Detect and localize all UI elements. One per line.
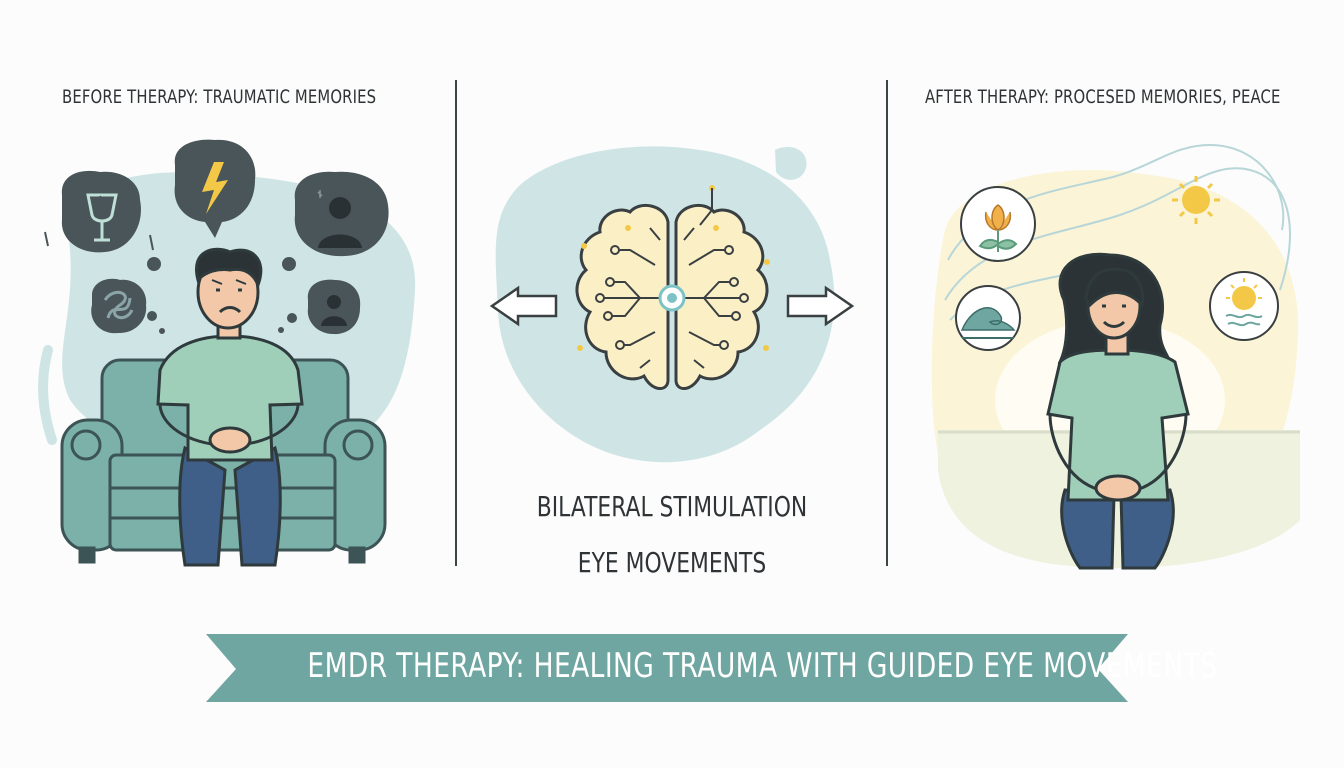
bilateral-stimulation-illustration [489, 146, 855, 463]
banner-title: EMDR THERAPY: HEALING TRAUMA WITH GUIDED… [307, 646, 1218, 686]
background-stroke [38, 345, 57, 445]
sunset-icon [1209, 271, 1279, 341]
person-silhouette-icon [294, 171, 389, 257]
broken-glass-icon [44, 170, 154, 253]
tangled-thread-icon [91, 278, 147, 334]
after-therapy-illustration [931, 143, 1300, 570]
bilateral-stimulation-label: BILATERAL STIMULATION [536, 490, 808, 523]
circuit-traces [595, 227, 749, 369]
panel-divider-left [455, 80, 457, 566]
before-therapy-illustration [38, 139, 416, 567]
arrow-right-icon [786, 285, 855, 327]
person-silhouette-icon [307, 279, 361, 335]
before-therapy-heading: BEFORE THERAPY: TRAUMATIC MEMORIES [62, 86, 377, 108]
center-glow [658, 284, 686, 312]
lightning-icon [174, 139, 256, 238]
man-figure [156, 247, 304, 567]
sun-icon [1172, 176, 1220, 224]
flower-icon [960, 186, 1036, 262]
woman-figure [1046, 252, 1190, 570]
arrow-left-icon [489, 285, 558, 327]
after-therapy-heading: AFTER THERAPY: PROCESED MEMORIES, PEACE [925, 86, 1281, 108]
panel-divider-right [886, 80, 888, 566]
brain-circuit-icon [575, 203, 769, 390]
wave-icon [955, 285, 1021, 351]
eye-movements-label: EYE MOVEMENTS [577, 546, 767, 579]
